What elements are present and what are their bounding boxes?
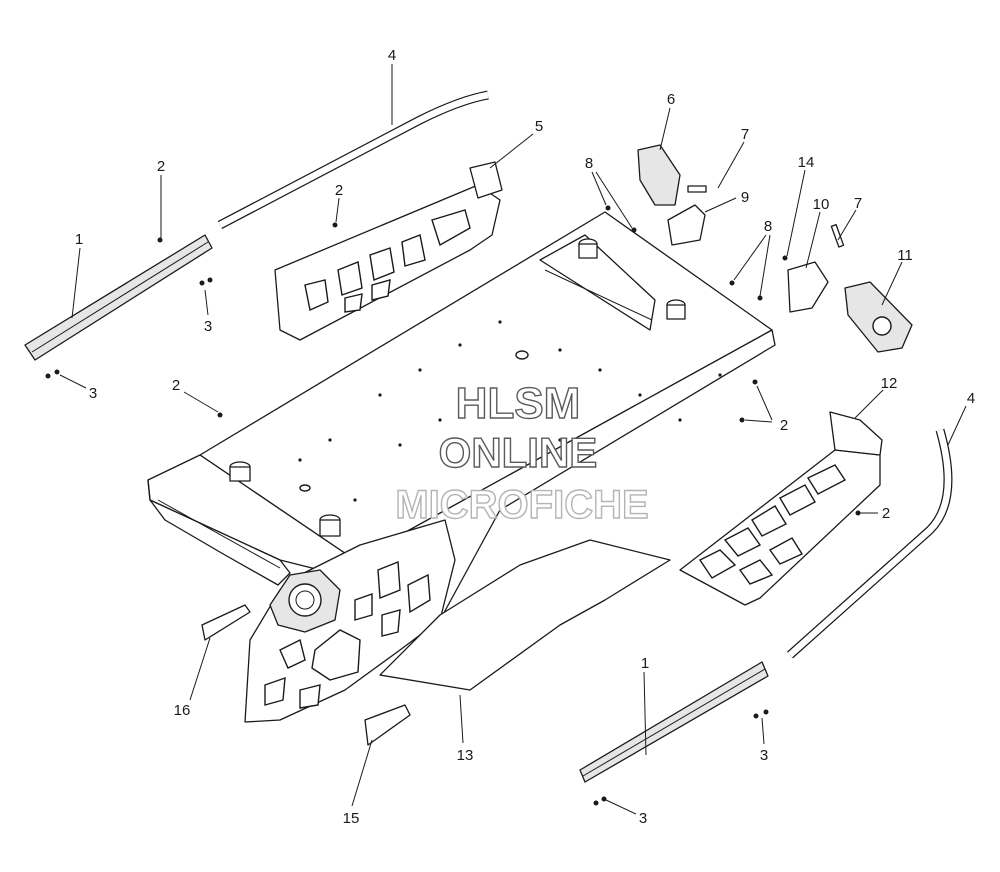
- side-plate-cutout: [354, 593, 373, 621]
- callout-16: 16: [174, 702, 191, 719]
- callout-14: 14: [798, 154, 815, 171]
- callout-3-right-lower: 3: [639, 810, 647, 827]
- bumper-tube-right: [787, 428, 953, 659]
- callout-8-upper: 8: [585, 155, 593, 172]
- callout-2-right-upper: 2: [780, 417, 788, 434]
- rail-groove: [582, 668, 766, 777]
- callout-2-right-lower: 2: [882, 505, 890, 522]
- running-board-flange: [829, 411, 883, 456]
- bumper-tube-top: [217, 90, 489, 229]
- shaft-post-body: [666, 304, 686, 320]
- deck-rivets: [298, 320, 722, 502]
- shaft-post-body: [319, 519, 341, 537]
- shaft-post-body: [578, 243, 598, 259]
- callout-13: 13: [457, 747, 474, 764]
- bracket-16: [201, 604, 251, 641]
- callout-15: 15: [343, 810, 360, 827]
- bracket-10: [787, 261, 829, 313]
- bracket-9: [667, 204, 706, 246]
- tunnel-assembly: [147, 211, 776, 723]
- callout-2-panel: 2: [335, 182, 343, 199]
- watermark: HLSM ONLINE MICROFICHE: [395, 378, 650, 527]
- deck-hole: [515, 350, 529, 360]
- bolt-7: [830, 223, 845, 248]
- callout-5: 5: [535, 118, 543, 135]
- callout-2-mid-left: 2: [172, 377, 180, 394]
- side-plate-cutout: [264, 676, 286, 706]
- callout-9: 9: [741, 189, 749, 206]
- side-plate-cutout: [407, 573, 431, 614]
- rail-groove: [31, 241, 209, 353]
- callout-3-left-lower: 3: [89, 385, 97, 402]
- fasteners: [45, 205, 861, 806]
- side-plate-cutout: [311, 629, 361, 681]
- bracket-6: [637, 144, 681, 206]
- watermark-line-1: HLSM: [456, 379, 581, 428]
- shaft-post-body: [229, 466, 251, 482]
- callout-7-upper: 7: [741, 126, 749, 143]
- bearing-inner-ring: [295, 590, 315, 610]
- running-board-right: [679, 411, 883, 606]
- traction-cleat-holes: [698, 464, 847, 585]
- side-plate-cutout: [279, 638, 306, 669]
- bearing-bore: [288, 583, 322, 617]
- callout-1-right: 1: [641, 655, 649, 672]
- callout-12: 12: [881, 375, 898, 392]
- callout-3-left-upper: 3: [204, 318, 212, 335]
- running-board-left: [274, 161, 503, 341]
- rear-brackets: [637, 144, 913, 353]
- rear-crossmember: [539, 234, 656, 331]
- deck-hole: [299, 484, 311, 492]
- side-plate-cutout: [299, 684, 321, 709]
- bracket-15: [364, 704, 411, 746]
- bolt-7: [687, 185, 707, 193]
- callout-7-lower: 7: [854, 195, 862, 212]
- watermark-line-3: MICROFICHE: [395, 483, 648, 527]
- callout-8-lower: 8: [764, 218, 772, 235]
- slide-rail-right: [579, 661, 769, 783]
- callout-4-top: 4: [388, 47, 396, 64]
- callout-6: 6: [667, 91, 675, 108]
- tunnel-bottom-plate: [379, 539, 671, 691]
- callout-10: 10: [813, 196, 830, 213]
- flange-bend-line: [157, 499, 281, 569]
- housing-bore: [872, 316, 892, 336]
- leader-lines: [59, 64, 967, 815]
- traction-cleat-holes: [304, 209, 471, 313]
- side-plate-cutout: [377, 560, 401, 600]
- callout-labels: 4 5 6 2 1 3 3 2 2 8 7 9 8 14 10 7 11 12 …: [75, 47, 975, 827]
- slide-rail-left: [24, 234, 213, 361]
- callout-11: 11: [897, 247, 913, 264]
- watermark-line-2: ONLINE: [439, 429, 598, 476]
- callout-1-left: 1: [75, 231, 83, 248]
- crossmember-edge: [544, 269, 653, 321]
- callout-3-right-upper: 3: [760, 747, 768, 764]
- callout-2-left: 2: [157, 158, 165, 175]
- callout-4-right: 4: [967, 390, 975, 407]
- running-board-bracket: [469, 161, 503, 199]
- side-plate-cutout: [381, 609, 401, 637]
